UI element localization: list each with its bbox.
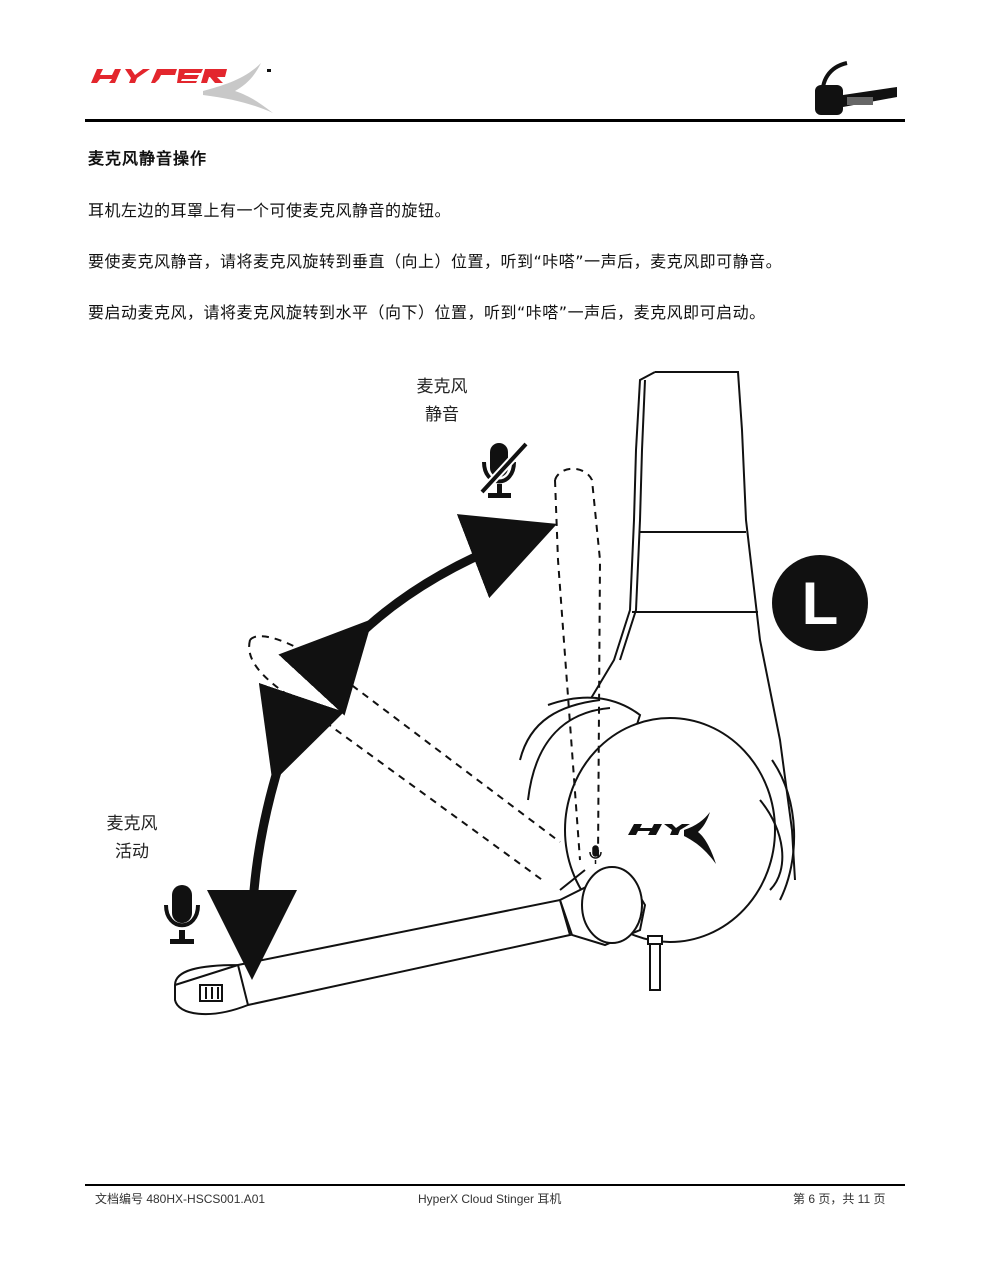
curved-double-arrow-icon [278, 514, 557, 716]
footer-page-number: 第 6 页，共 11 页 [793, 1192, 886, 1206]
svg-text:L: L [802, 570, 839, 637]
vertical-double-arrow-icon [207, 682, 345, 980]
boom-active-position [174, 866, 647, 1016]
footer-rule [85, 1184, 905, 1186]
boom-muted-position [554, 467, 602, 861]
header-rule [85, 119, 905, 122]
cable [647, 935, 663, 991]
mic-rotation-diagram: L 麦克风 静音 麦克风 活动 [0, 340, 989, 1060]
mic-mute-indicator-icon [589, 845, 602, 864]
label-mic-muted: 麦克风 静音 [416, 377, 468, 425]
section-title: 麦克风静音操作 [88, 149, 208, 168]
headset-illustration: L [164, 371, 868, 1016]
mic-muted-icon [479, 441, 529, 498]
footer-product-name: HyperX Cloud Stinger 耳机 [418, 1192, 562, 1206]
left-side-badge: L [772, 555, 868, 651]
headband [589, 371, 796, 881]
hx-emblem [628, 812, 716, 864]
paragraph-mute-instructions: 要使麦克风静音，请将麦克风旋转到垂直（向上）位置，听到“咔嗒”一声后，麦克风即可… [88, 252, 783, 271]
hyperx-logo [91, 63, 273, 113]
boom-intermediate-position [248, 635, 561, 883]
footer-doc-number: 文档编号 480HX-HSCS001.A01 [95, 1192, 266, 1206]
paragraph-mute-knob: 耳机左边的耳罩上有一个可使麦克风静音的旋钮。 [88, 201, 452, 220]
label-mic-active: 麦克风 活动 [106, 814, 158, 862]
headset-icon [815, 61, 897, 115]
paragraph-unmute-instructions: 要启动麦克风，请将麦克风旋转到水平（向下）位置，听到“咔嗒”一声后，麦克风即可启… [88, 303, 766, 322]
page-header [85, 55, 905, 121]
mic-icon [164, 885, 200, 944]
